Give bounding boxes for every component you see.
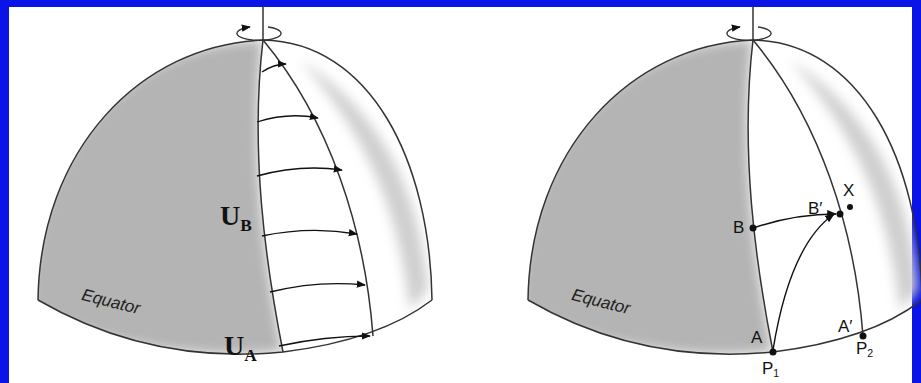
velocity-label: UB <box>220 202 252 230</box>
velocity-label: UA <box>224 332 257 360</box>
point-label: P1 <box>762 360 779 377</box>
point-label: P2 <box>856 340 873 357</box>
point-label: B′ <box>808 200 823 217</box>
point-label: A <box>751 329 762 346</box>
point-label: A′ <box>838 318 853 335</box>
point-label: X <box>843 182 854 199</box>
point-label: B <box>733 219 744 236</box>
